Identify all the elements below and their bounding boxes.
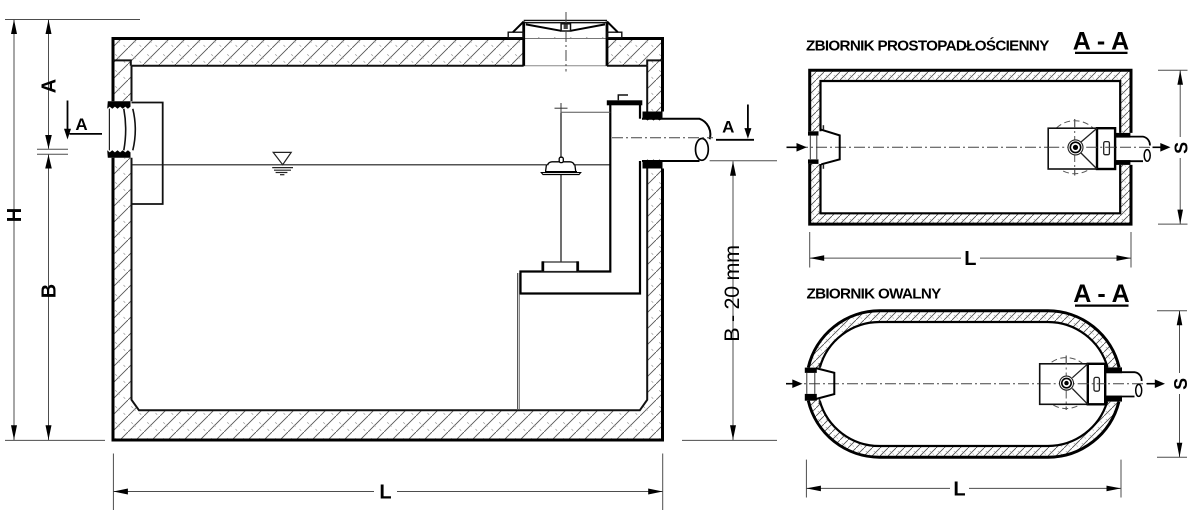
svg-text:B - 20 mm: B - 20 mm (720, 245, 744, 341)
svg-text:A - A: A - A (1073, 27, 1129, 55)
svg-text:A: A (722, 118, 734, 137)
svg-text:H: H (4, 208, 26, 222)
svg-text:L: L (953, 479, 965, 501)
svg-text:L: L (964, 248, 976, 270)
svg-text:B: B (39, 284, 61, 298)
svg-text:A: A (75, 115, 87, 134)
svg-text:L: L (379, 482, 391, 504)
svg-text:S: S (1171, 378, 1191, 390)
svg-text:ZBIORNIK PROSTOPADŁOŚCIENNY: ZBIORNIK PROSTOPADŁOŚCIENNY (806, 36, 1049, 54)
svg-text:A: A (39, 79, 61, 93)
svg-text:A - A: A - A (1073, 280, 1129, 308)
svg-text:S: S (1171, 142, 1191, 154)
svg-text:ZBIORNIK OWALNY: ZBIORNIK OWALNY (807, 286, 942, 303)
